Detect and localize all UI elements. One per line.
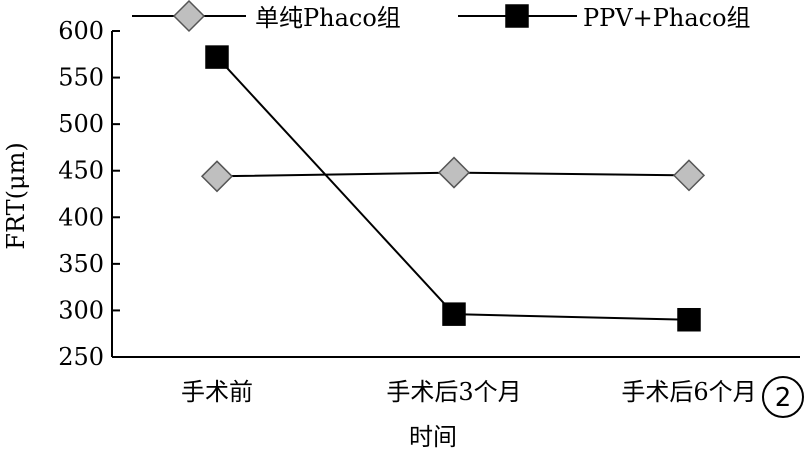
legend-item-1: 单纯Phaco组 [132,0,401,33]
x-tick-label: 手术后3个月 [386,378,521,406]
x-tick-label: 手术前 [181,378,253,406]
legend-label-2: PPV+Phaco组 [583,4,751,32]
series-layer [200,45,706,332]
y-tick-label: 600 [58,17,104,45]
legend-marker-1 [172,0,206,33]
legend: 单纯Phaco组 PPV+Phaco组 [132,0,751,33]
y-tick-label: 350 [58,250,104,278]
axes [111,31,800,358]
panel-label-text: 2 [775,383,792,413]
legend-marker-2 [505,4,529,28]
series-1-point [200,160,234,193]
series-1-point [437,156,471,189]
series-2-point [442,302,466,326]
x-tick-label: 手术后6个月 [621,378,756,406]
y-tick-label: 400 [58,203,104,231]
panel-label: 2 [762,376,804,418]
series-2-point [677,307,701,332]
y-tick-label: 250 [58,343,104,371]
series-1-point [672,159,706,192]
panel-label-circle [762,376,804,418]
x-axis-title: 时间 [409,423,457,451]
y-tick-label: 450 [58,157,104,185]
series-line-2 [216,56,690,321]
series-2-point [205,45,229,69]
x-axis-ticks: 手术前 手术后3个月 手术后6个月 [181,378,757,406]
y-tick-label: 500 [58,110,104,138]
legend-item-2: PPV+Phaco组 [458,4,751,32]
y-tick-label: 300 [58,296,104,324]
y-axis-ticks: 250 300 350 400 450 500 550 600 [58,17,120,371]
y-axis-title: FRT(μm) [2,142,30,249]
legend-label-1: 单纯Phaco组 [255,4,401,32]
y-tick-label: 550 [58,64,104,92]
